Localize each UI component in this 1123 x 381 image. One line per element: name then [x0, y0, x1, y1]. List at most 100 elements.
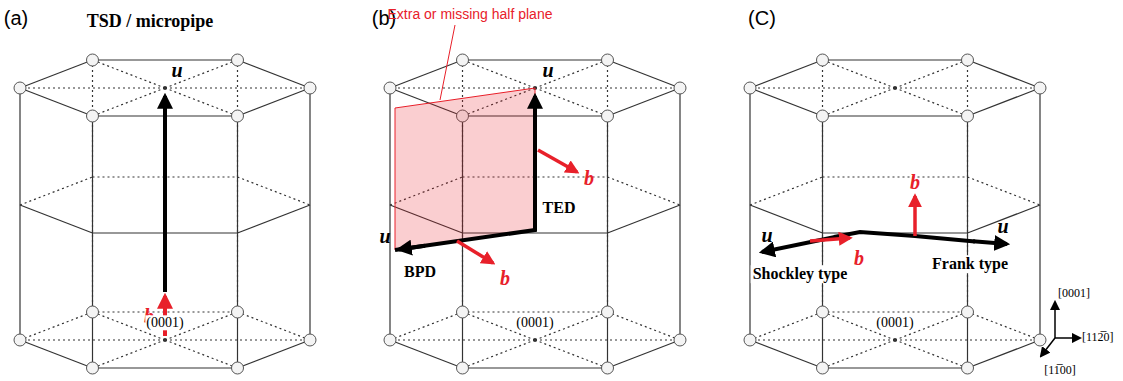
top-edge [20, 60, 93, 88]
dislocation-line [834, 232, 975, 242]
defect-name: TED [541, 199, 578, 217]
atom [817, 110, 829, 122]
bottom-lattice-line [165, 340, 238, 368]
top-edge [93, 59, 238, 60]
atom [962, 110, 974, 122]
bottom-edge [463, 367, 608, 368]
atom [384, 82, 396, 94]
top-edge [20, 88, 93, 116]
vertical-edge [607, 116, 608, 368]
defect-name: Frank type [930, 255, 1010, 273]
atom [744, 82, 756, 94]
atom [674, 82, 686, 94]
plane-index: (0001) [875, 315, 914, 330]
bottom-edge [823, 311, 968, 312]
bottom-lattice-line [535, 340, 608, 368]
atom [602, 362, 614, 374]
atom [602, 306, 614, 318]
vertical-edge [749, 88, 750, 340]
line-vector-label: u [171, 59, 182, 81]
top-edge [823, 59, 968, 60]
middle-plane-edge [20, 205, 93, 233]
defect-name: Shockley type [751, 265, 850, 283]
middle-plane-edge [608, 205, 681, 233]
hexagonal-prism [744, 54, 1046, 374]
vertical-edge [1039, 88, 1040, 340]
burgers-vector [538, 150, 577, 172]
top-lattice-line [535, 88, 608, 116]
atom [304, 82, 316, 94]
bottom-edge [750, 340, 823, 368]
top-lattice-line [750, 87, 895, 88]
plane-index: (0001) [515, 315, 554, 330]
line-vector-label: u [542, 59, 553, 81]
axis-label: [11̅00] [1044, 364, 1076, 377]
top-lattice-line [463, 60, 536, 88]
burgers-vector-label: b [854, 247, 864, 269]
top-edge [608, 88, 681, 116]
line-vector [399, 246, 425, 250]
atom [602, 54, 614, 66]
top-lattice-line [390, 87, 535, 88]
middle-plane-edge [750, 205, 823, 233]
burgers-vector-label: b [500, 267, 510, 289]
top-lattice-line [20, 87, 165, 88]
atom [14, 334, 26, 346]
atom [232, 306, 244, 318]
top-edge [238, 60, 311, 88]
center-atom [163, 86, 167, 90]
bottom-edge [968, 312, 1041, 340]
atom [962, 362, 974, 374]
bottom-edge [750, 312, 823, 340]
axis-arrow [1055, 337, 1080, 339]
bottom-lattice-line [823, 340, 896, 368]
atom [232, 362, 244, 374]
bottom-edge [823, 367, 968, 368]
line-vector [973, 241, 1007, 244]
line-vector [533, 96, 537, 118]
atom [232, 54, 244, 66]
hexagonal-prism [14, 54, 316, 374]
vertical-edge [822, 116, 823, 368]
vertical-edge [92, 116, 93, 368]
line-vector-label: u [761, 224, 772, 246]
axis-label: [0001] [1058, 287, 1090, 300]
top-lattice-line [535, 87, 680, 88]
burgers-vector [810, 238, 850, 241]
panel-letter: (a) [4, 7, 28, 29]
leader-line [440, 25, 455, 100]
center-atom [163, 338, 167, 342]
bottom-edge [20, 312, 93, 340]
atom [817, 54, 829, 66]
middle-plane-edge [968, 177, 1041, 205]
burgers-vector-label: b [584, 167, 594, 189]
atom [14, 82, 26, 94]
center-atom [893, 338, 897, 342]
middle-plane-edge [750, 177, 823, 205]
bottom-lattice-line [463, 340, 536, 368]
center-atom [893, 86, 897, 90]
axis-arrow [1054, 302, 1056, 338]
atom [457, 362, 469, 374]
bottom-edge [390, 312, 463, 340]
atom [962, 306, 974, 318]
dislocation-line [395, 96, 535, 250]
atom [817, 306, 829, 318]
atom [384, 334, 396, 346]
top-lattice-line [895, 87, 1040, 88]
bottom-edge [608, 340, 681, 368]
atom [962, 54, 974, 66]
top-lattice-line [823, 60, 896, 88]
top-edge [463, 59, 608, 60]
top-lattice-line [535, 60, 608, 88]
atom [304, 334, 316, 346]
middle-plane-edge [238, 177, 311, 205]
middle-plane-edge [20, 177, 93, 205]
top-lattice-line [165, 87, 310, 88]
middle-plane-edge [608, 177, 681, 205]
top-edge [968, 60, 1041, 88]
line-vector-label: u [997, 215, 1008, 237]
vertical-edge [19, 88, 20, 340]
panel-letter: (C) [748, 7, 776, 29]
